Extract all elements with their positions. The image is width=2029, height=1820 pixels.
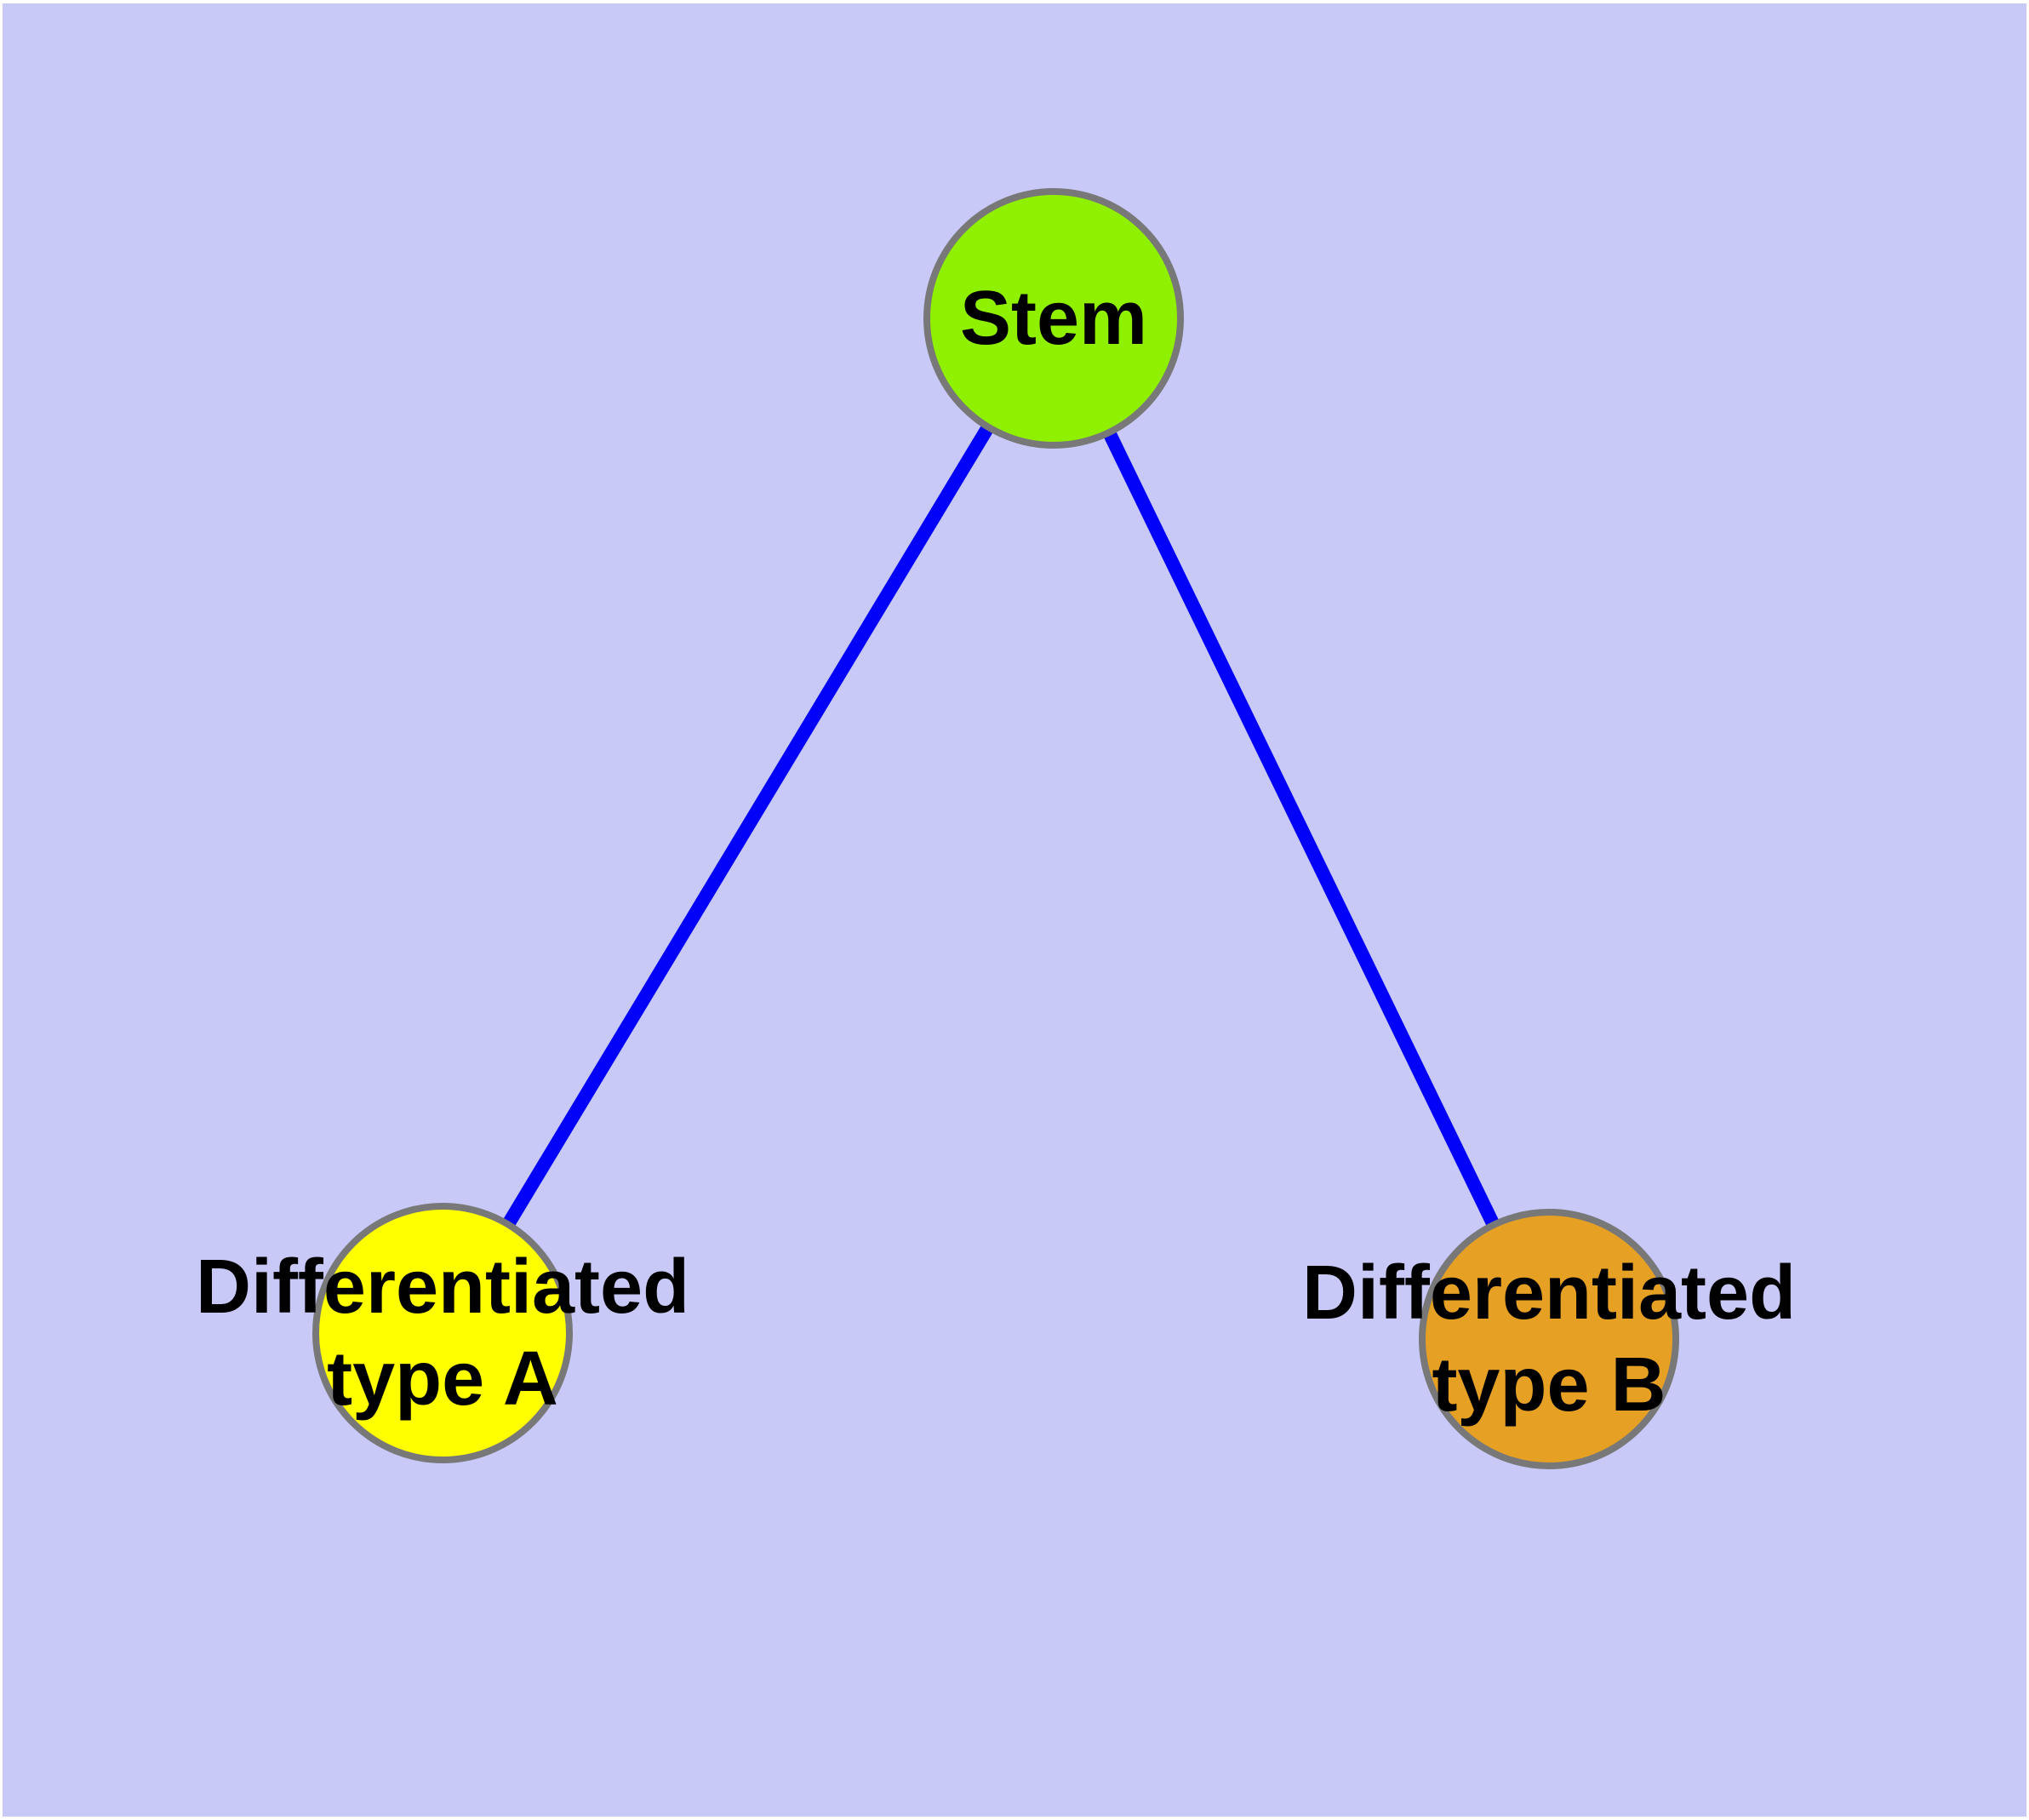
node-label-differentiated-type-a: Differentiated type A bbox=[196, 1241, 689, 1425]
node-label-type-a-line-2: type A bbox=[327, 1336, 558, 1422]
node-circle-stem bbox=[923, 188, 1184, 449]
node-circle-differentiated-type-a bbox=[312, 1203, 573, 1463]
node-label-type-a-line-1: Differentiated bbox=[195, 1245, 690, 1330]
node-label-type-b-line-2: type B bbox=[1432, 1342, 1666, 1428]
edge-stem-to-type-b bbox=[1047, 315, 1556, 1342]
edge-stem-to-type-a bbox=[437, 314, 1060, 1337]
node-label-differentiated-type-b: Differentiated type B bbox=[1302, 1247, 1796, 1431]
node-circle-differentiated-type-b bbox=[1419, 1209, 1679, 1469]
node-label-type-b-line-1: Differentiated bbox=[1301, 1251, 1797, 1336]
node-label-stem-line-1: Stem bbox=[959, 276, 1148, 361]
node-label-stem: Stem bbox=[960, 272, 1147, 364]
